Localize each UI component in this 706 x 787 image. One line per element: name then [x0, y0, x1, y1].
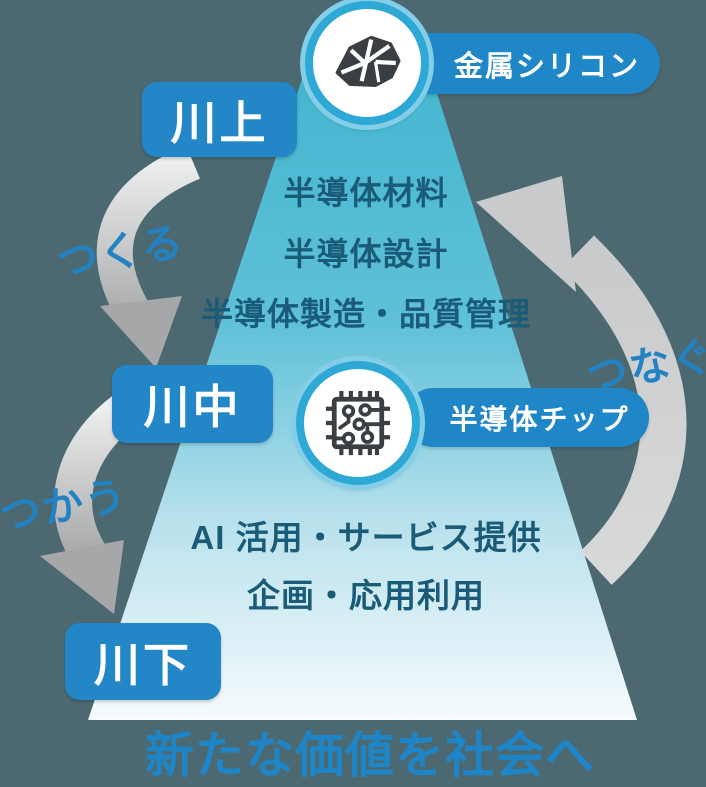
- upstream-item-manufacturing: 半導体製造・品質管理: [200, 296, 531, 332]
- midstream-badge: 川中: [112, 365, 273, 443]
- downstream-badge-label: 川下: [94, 638, 192, 691]
- upstream-badge-label: 川上: [170, 96, 269, 149]
- bottom-caption: 新たな価値を社会へ: [144, 729, 595, 783]
- silicon-icon-circle: [305, 1, 429, 125]
- make-arrow-label: つくる: [53, 218, 188, 286]
- silicon-ore-icon: [335, 35, 401, 87]
- silicon-pill: 金属シリコン: [400, 33, 660, 94]
- chip-icon-circle: [296, 361, 420, 485]
- upstream-badge: 川上: [142, 82, 297, 157]
- silicon-pill-label: 金属シリコン: [453, 50, 640, 83]
- chip-icon: [325, 390, 391, 456]
- downstream-item-planning: 企画・応用利用: [247, 577, 485, 614]
- downstream-badge: 川下: [65, 623, 221, 700]
- upstream-item-materials: 半導体材料: [283, 175, 449, 211]
- midstream-badge-label: 川中: [143, 381, 242, 433]
- chip-pill-label: 半導体チップ: [449, 403, 630, 435]
